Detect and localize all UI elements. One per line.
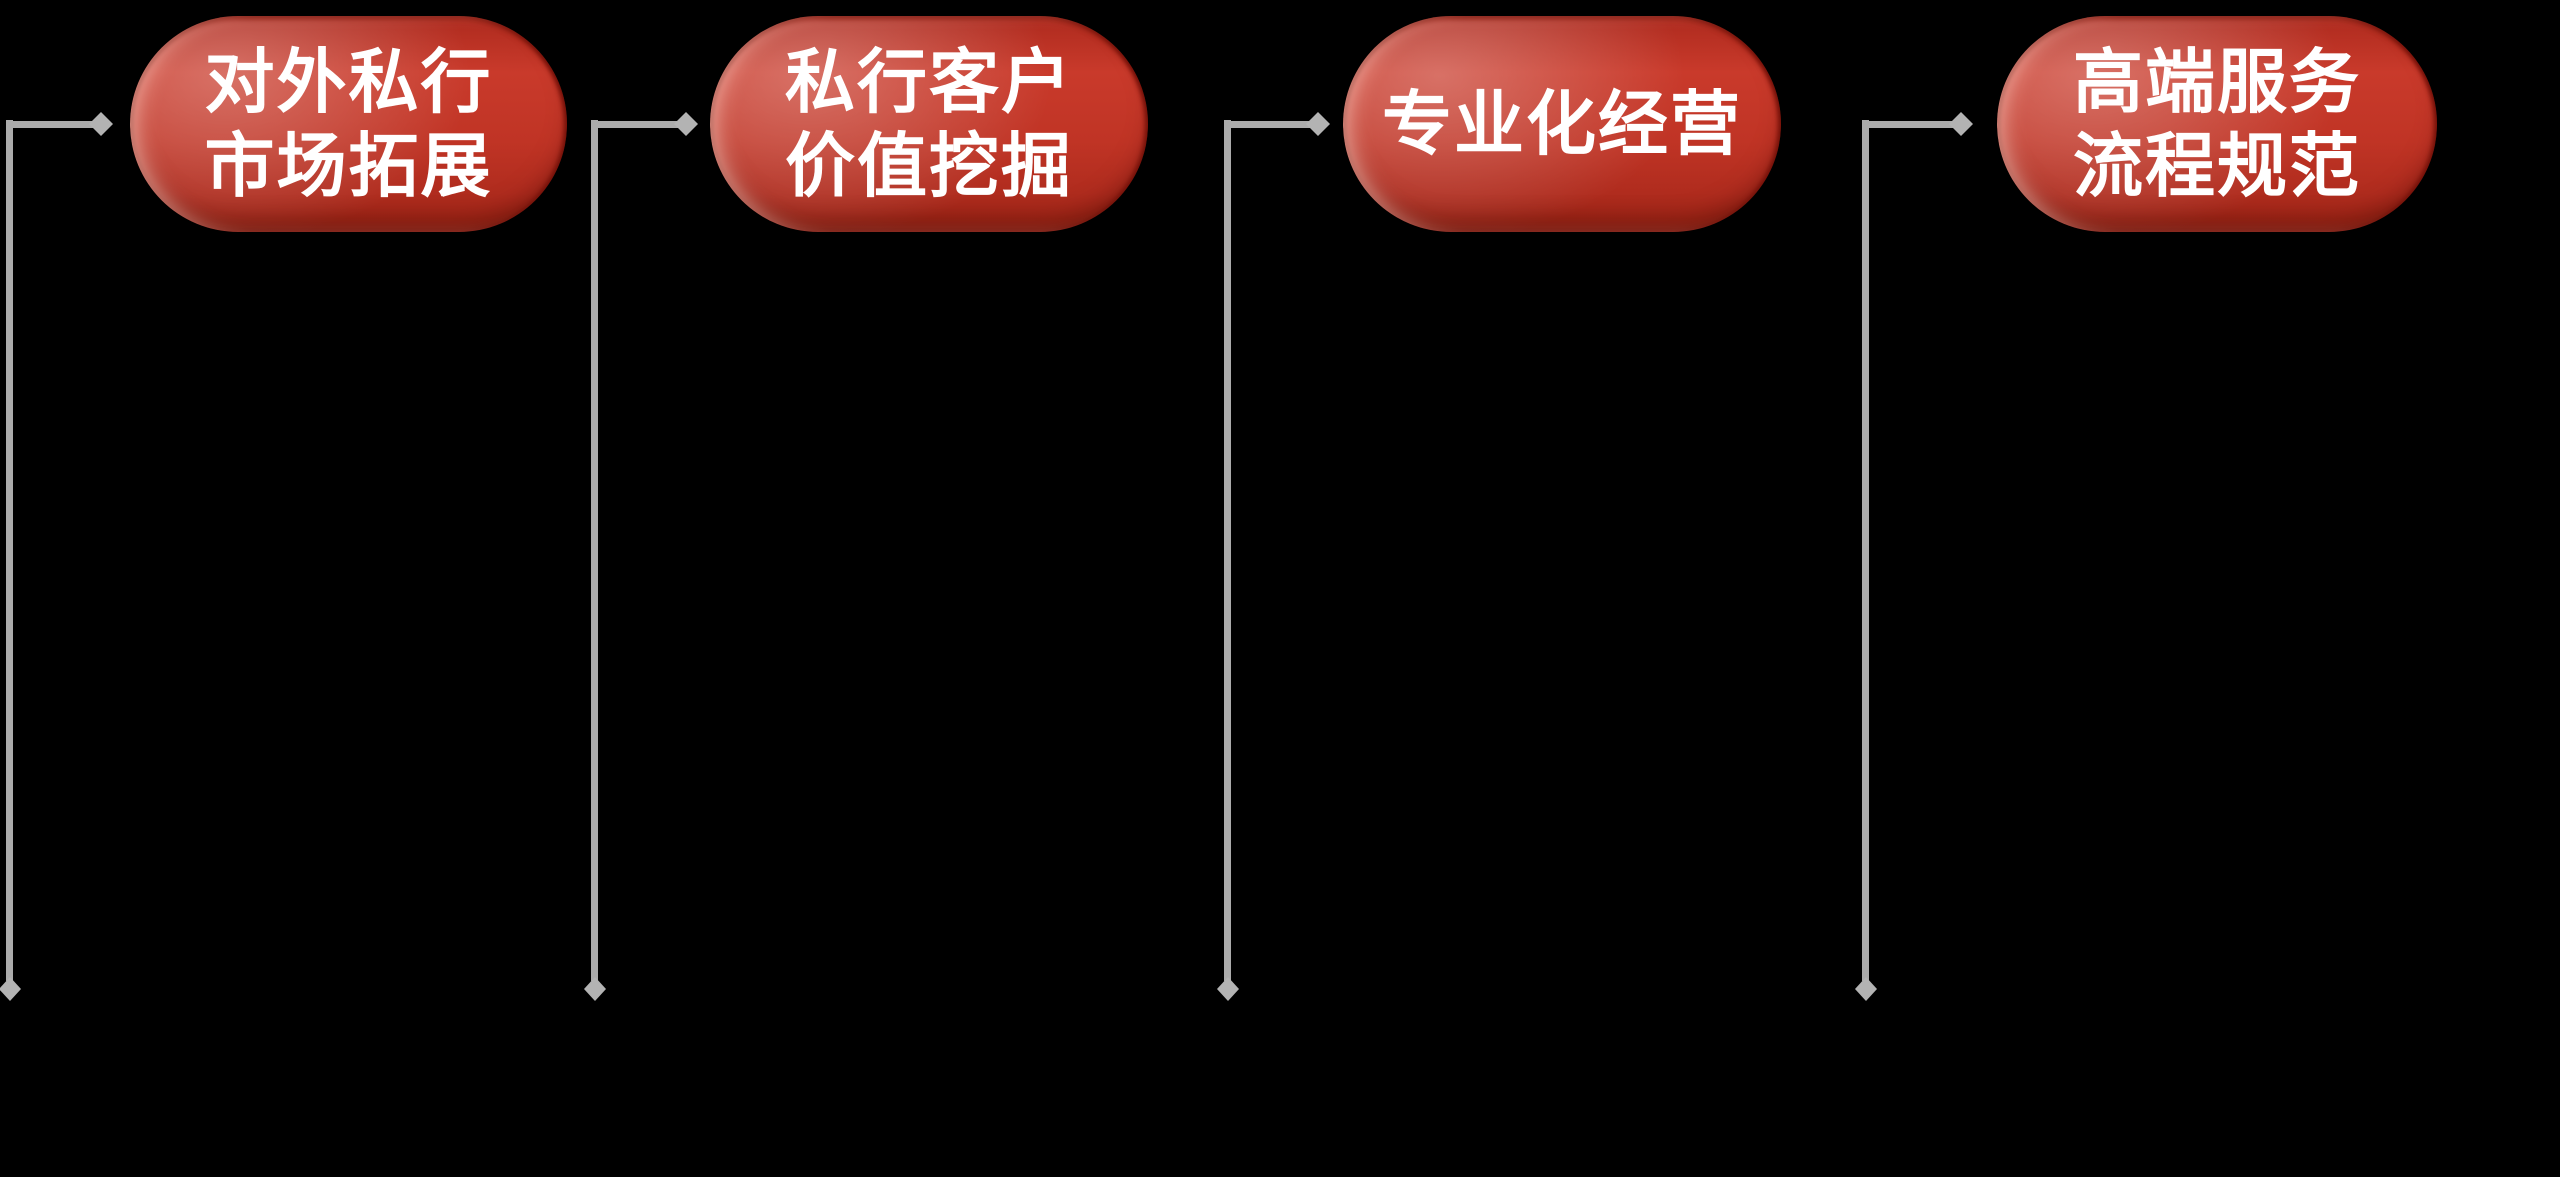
connector-vertical-line — [6, 120, 13, 981]
connector-vertical-line — [1862, 120, 1869, 981]
node-label-line: 价值挖掘 — [785, 127, 1073, 205]
node-label-line: 流程规范 — [2073, 127, 2361, 205]
connector-horizontal-line — [595, 121, 680, 128]
node-label-line: 高端服务 — [2073, 43, 2361, 121]
diamond-endpoint-icon — [0, 977, 21, 1001]
diamond-arrow-icon — [1306, 112, 1330, 136]
connector-vertical-line — [1224, 120, 1231, 981]
node-pill-2: 私行客户 价值挖掘 — [710, 16, 1148, 232]
node-label-line: 私行客户 — [785, 43, 1073, 121]
connector-horizontal-line — [10, 121, 98, 128]
diamond-arrow-icon — [674, 112, 698, 136]
node-pill-3: 专业化经营 — [1343, 16, 1781, 232]
node-label-line: 专业化经营 — [1382, 85, 1742, 163]
diamond-endpoint-icon — [584, 977, 606, 1001]
node-label-line: 对外私行 — [204, 43, 493, 121]
connector-horizontal-line — [1866, 121, 1955, 128]
diamond-arrow-icon — [89, 112, 113, 136]
diamond-arrow-icon — [1949, 112, 1973, 136]
diamond-endpoint-icon — [1855, 977, 1877, 1001]
connector-vertical-line — [591, 120, 598, 981]
node-pill-4: 高端服务 流程规范 — [1997, 16, 2437, 232]
node-label-line: 市场拓展 — [204, 127, 493, 205]
node-pill-1: 对外私行 市场拓展 — [130, 16, 567, 232]
connector-horizontal-line — [1228, 121, 1312, 128]
diamond-endpoint-icon — [1217, 977, 1239, 1001]
